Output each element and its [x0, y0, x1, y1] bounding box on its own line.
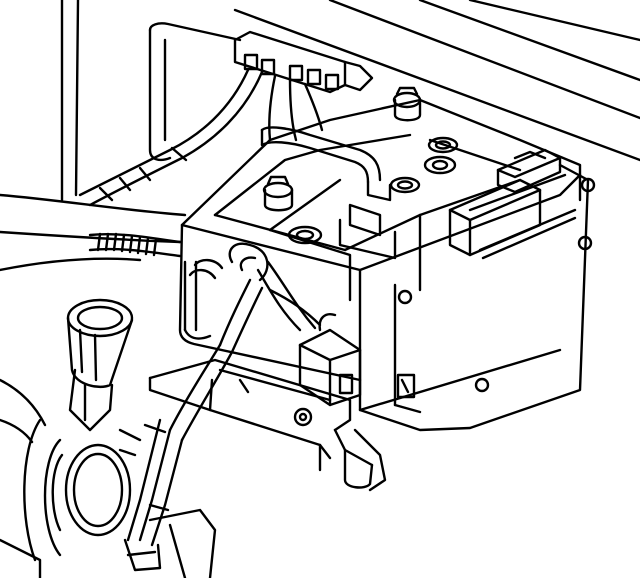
hose-clamp-ring [24, 420, 130, 560]
rubber-grommet [68, 300, 132, 430]
looping-harness [170, 244, 320, 440]
harness-connector [300, 314, 360, 405]
mounting-bolts [264, 88, 457, 243]
corrugated-conduit [90, 234, 180, 256]
vertical-harness [125, 420, 182, 570]
upper-wiring-harness [80, 70, 322, 205]
brake-line-tube [262, 128, 395, 258]
relay-cover [450, 150, 560, 255]
terminal-block [235, 32, 372, 92]
vehicle-body-panel [0, 0, 640, 270]
mounting-bracket [150, 360, 385, 490]
lower-frame [0, 380, 215, 578]
side-fasteners [398, 179, 594, 397]
